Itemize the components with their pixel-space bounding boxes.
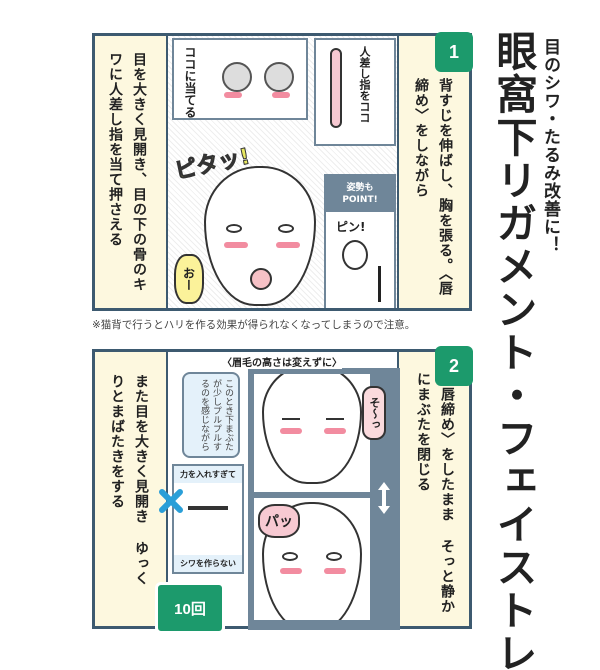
sfx-pa: パッ: [258, 504, 300, 538]
step2-left-column: また目を大きく見開き ゆっくりとまばたきをする: [95, 352, 168, 626]
step1-number-badge: 1: [435, 32, 473, 72]
warning-top: 力を入れすぎて: [174, 466, 242, 483]
step1-illustration: ココに当てる 人差し指をココ ピタッ! おー 姿勢もPOINT! ピン!: [168, 36, 397, 308]
step2-illustration: 〈眉毛の高さは変えずに〉 このとき下まぶたが少しプルプルするのを感じながら そ〜…: [159, 352, 400, 630]
step1-right-column: 背すじを伸ばし、胸を張る。〈唇締め〉をしながら: [397, 36, 469, 308]
face-illustration: [204, 166, 316, 306]
faces-frame: そ〜っ パッ: [248, 368, 400, 630]
finger-inset: 人差し指をココ: [314, 38, 396, 146]
warning-inset: 力を入れすぎて シワを作らない: [172, 464, 244, 574]
face-eyes-closed: [262, 374, 362, 484]
step1-panel: 目を大きく見開き、目の下の骨のキワに人差し指を当て押さえる 背すじを伸ばし、胸を…: [92, 32, 473, 311]
warning-bottom: シワを作らない: [174, 555, 242, 572]
step2-panel: また目を大きく見開き ゆっくりとまばたきをする 〈唇締め〉をしたまま そっと静か…: [92, 346, 473, 634]
tip-bubble: このとき下まぶたが少しプルプルするのを感じながら: [182, 372, 240, 458]
sfx-so: そ〜っ: [362, 386, 386, 440]
step1-instruction-left: 目を大きく見開き、目の下の骨のキワに人差し指を当て押さえる: [107, 52, 147, 292]
step2-instruction-right: 〈唇締め〉をしたまま そっと静かにまぶたを閉じる: [415, 372, 455, 614]
page-title: 眼窩下リガメント・フェイストレーニ: [489, 30, 537, 670]
step2-instruction-left: また目を大きく見開き ゆっくりとまばたきをする: [109, 374, 149, 586]
step1-left-column: 目を大きく見開き、目の下の骨のキワに人差し指を当て押さえる: [95, 36, 168, 308]
callout-target: ココに当てる: [183, 46, 197, 118]
sfx-oh: おー: [174, 254, 204, 304]
callout-finger: 人差し指をココ: [358, 46, 371, 123]
posture-label: 姿勢もPOINT!: [326, 176, 394, 212]
up-down-arrow-icon: [378, 482, 390, 514]
sfx-pin: ピン!: [336, 220, 366, 234]
subtitle: 目のシワ・たるみ改善に！: [540, 38, 560, 254]
posture-inset: 姿勢もPOINT! ピン!: [324, 174, 396, 308]
reps-badge: 10回: [155, 582, 225, 634]
step2-right-column: 〈唇締め〉をしたまま そっと静かにまぶたを閉じる: [397, 352, 469, 626]
x-mark-icon: [159, 489, 183, 513]
eyebrow-note: 〈眉毛の高さは変えずに〉: [222, 354, 342, 369]
skull-inset: ココに当てる: [172, 38, 308, 120]
step1-note: ※猫背で行うとハリを作る効果が得られなくなってしまうので注意。: [92, 319, 416, 331]
step2-number-badge: 2: [435, 346, 473, 386]
step1-instruction-right: 背すじを伸ばし、胸を張る。〈唇締め〉をしながら: [413, 78, 453, 296]
